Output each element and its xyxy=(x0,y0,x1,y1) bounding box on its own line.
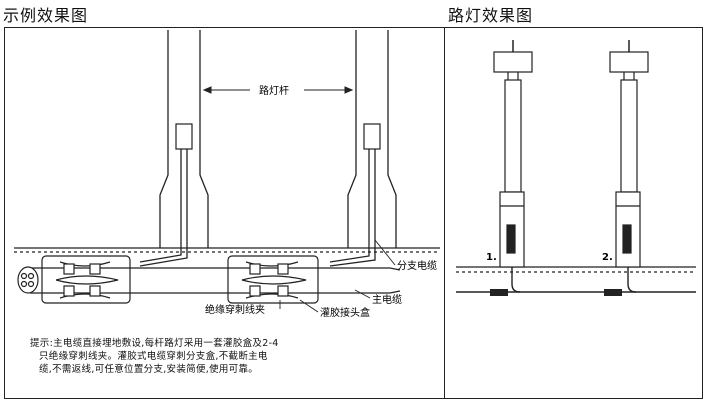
right-ground xyxy=(456,266,696,273)
ground xyxy=(14,247,440,253)
main-cable-label: 主电缆 xyxy=(372,293,402,306)
pole-label: 路灯杆 xyxy=(259,84,289,97)
junction-box-label: 灌胶接头盒 xyxy=(320,306,370,319)
junction-box-2 xyxy=(227,255,319,304)
cable-joints xyxy=(490,289,622,296)
note-line-3: 缆,不需返线,可任意位置分支,安装简便,使用可靠。 xyxy=(39,364,259,375)
branch-cables xyxy=(139,149,376,267)
branch-cable-label: 分支电缆 xyxy=(397,259,437,272)
cable-end xyxy=(17,266,39,294)
fuse-boxes xyxy=(175,123,381,150)
underground-cable xyxy=(456,267,696,293)
street-lamp-2 xyxy=(609,40,649,268)
left-title: 示例效果图 xyxy=(3,6,89,25)
installation-note: 提示:主电缆直接埋地敷设,每杆路灯采用一套灌胶盒及2-4 只绝缘穿刺线夹。灌胶式… xyxy=(30,337,430,376)
pole-2 xyxy=(347,30,397,248)
street-lamp-1 xyxy=(493,40,533,268)
right-diagram-frame xyxy=(444,27,703,399)
pole-1 xyxy=(159,30,209,248)
junction-box-1 xyxy=(41,255,131,304)
lamp-marker-1: 1. xyxy=(486,252,497,263)
pole-label-arrows xyxy=(202,86,354,94)
leader-lines xyxy=(279,239,396,313)
left-diagram-frame xyxy=(4,27,445,399)
lamp-marker-2: 2. xyxy=(602,252,613,263)
main-cable xyxy=(30,267,401,294)
note-line-1: 提示:主电缆直接埋地敷设,每杆路灯采用一套灌胶盒及2-4 xyxy=(30,338,279,349)
right-title: 路灯效果图 xyxy=(448,6,534,25)
note-line-2: 只绝缘穿刺线夹。灌胶式电缆穿刺分支盒,不截断主电 xyxy=(39,351,268,362)
clamp-label: 绝缘穿刺线夹 xyxy=(205,303,265,316)
